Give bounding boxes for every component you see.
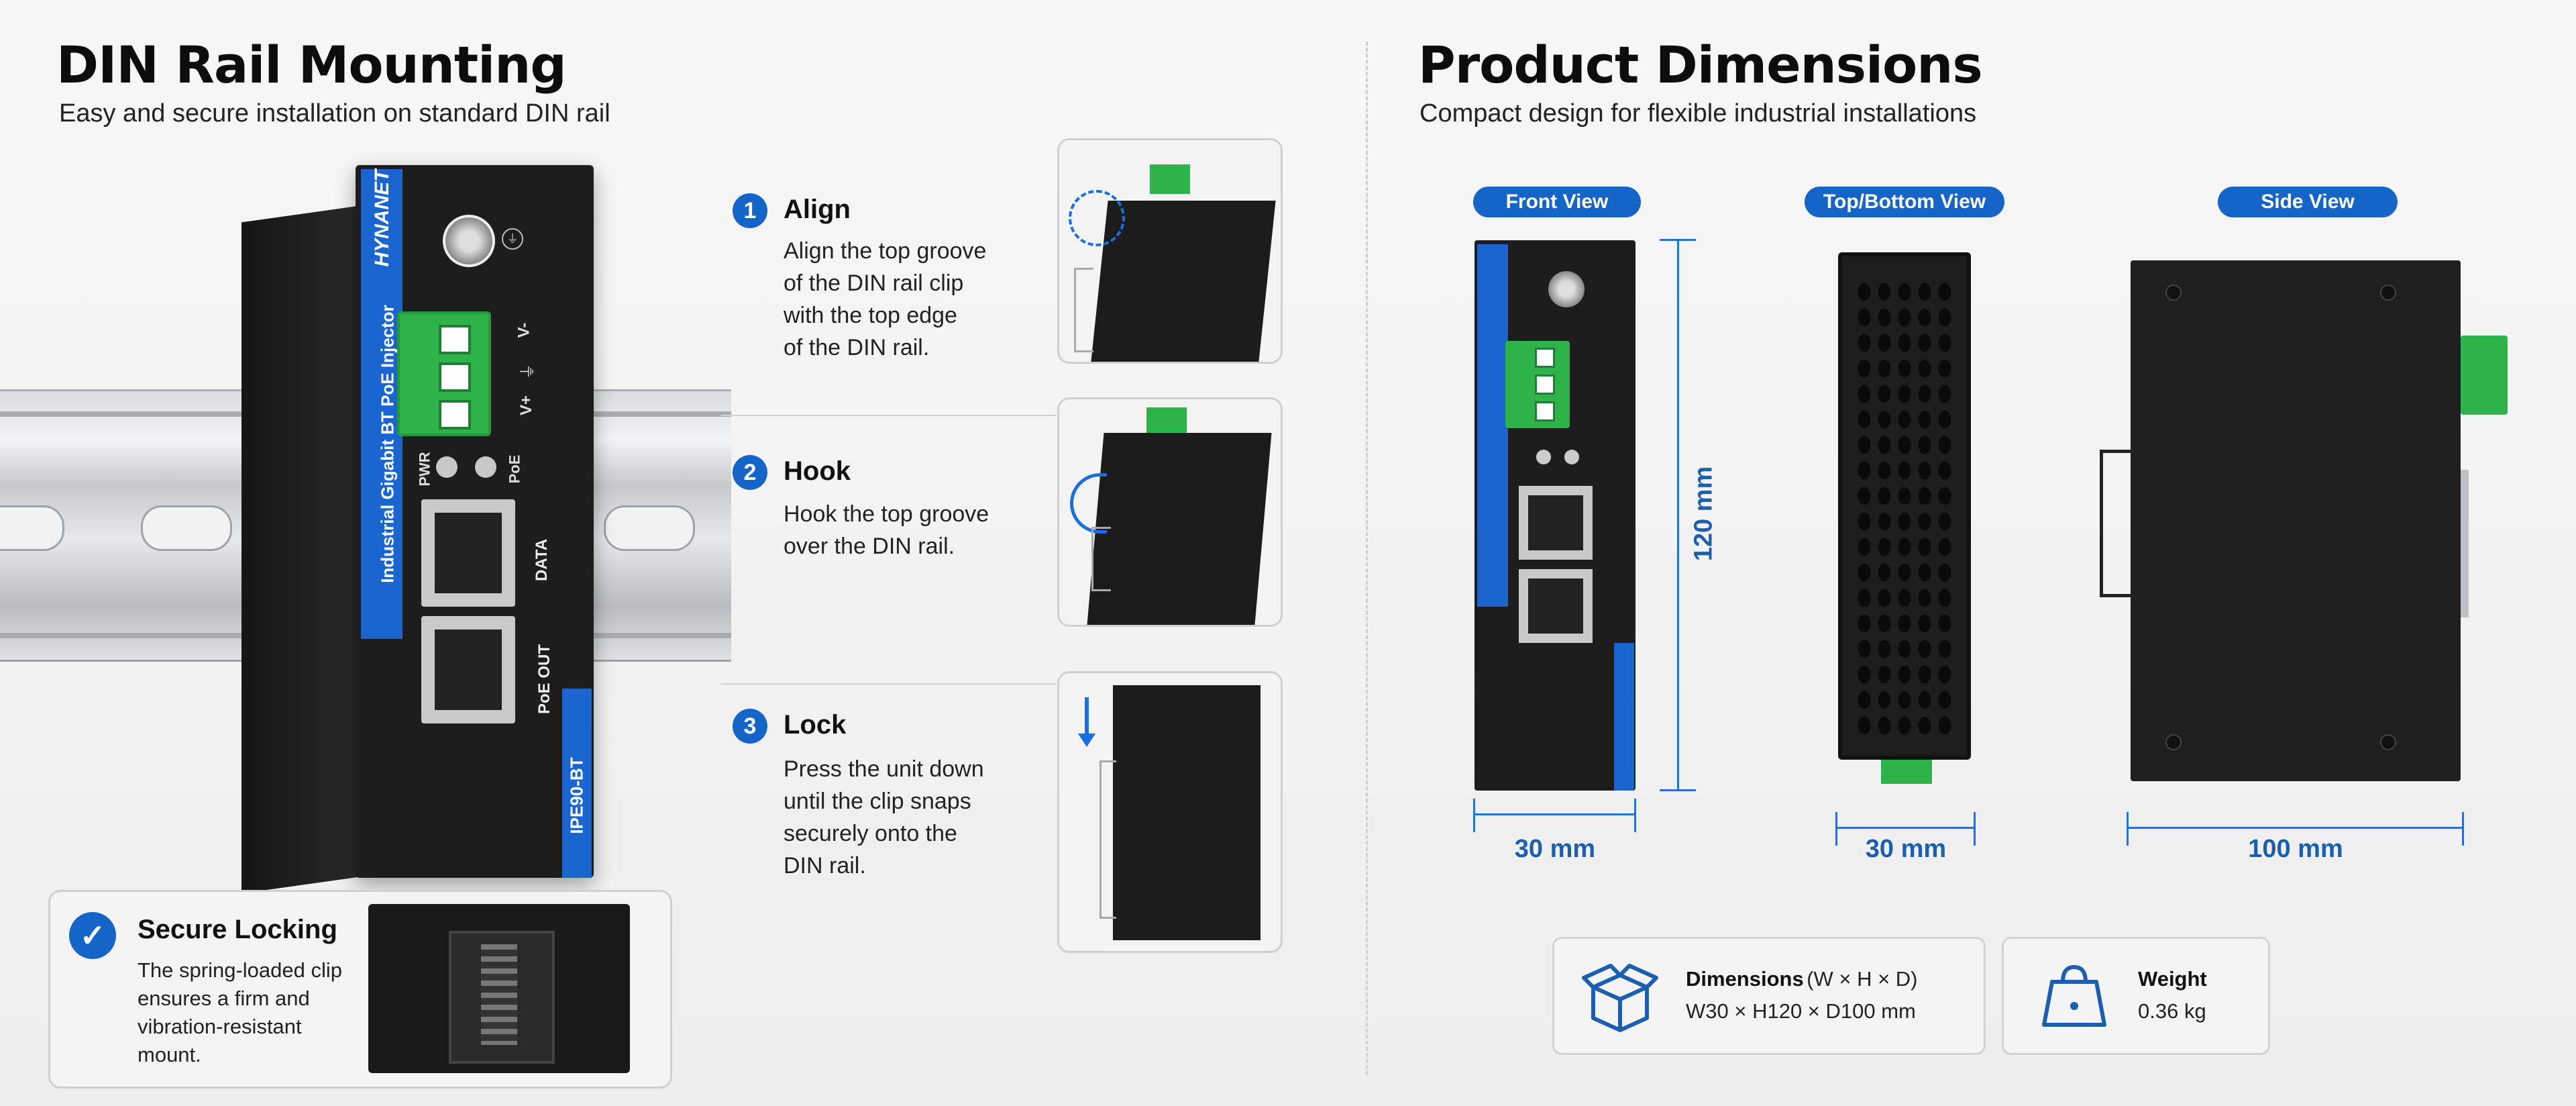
pwr-led	[436, 456, 458, 478]
dimensions-card-unit: (W × H × D)	[1807, 967, 1918, 991]
din-rail-subtitle: Easy and secure installation on standard…	[59, 99, 610, 128]
terminal-label-ground: ⏚	[519, 363, 537, 380]
front-height-label: 120 mm	[1689, 466, 1718, 562]
side-view-terminal	[2461, 336, 2508, 415]
box-icon	[1582, 964, 1658, 1032]
section-separator	[1366, 42, 1368, 1075]
front-view-pill: Front View	[1473, 187, 1641, 217]
divider	[721, 415, 1057, 416]
ground-symbol-icon: ⏚	[502, 228, 523, 250]
port-label-data: DATA	[533, 538, 551, 581]
dimensions-title: Product Dimensions	[1418, 35, 1983, 95]
dimensions-card-title: Dimensions	[1686, 967, 1804, 991]
arrow-down-icon	[1085, 697, 1089, 738]
side-view-rail-edge	[2461, 470, 2469, 617]
secure-locking-title: Secure Locking	[138, 915, 337, 944]
poe-led	[475, 456, 496, 478]
data-port	[421, 499, 515, 607]
clip-photo	[368, 904, 630, 1073]
device-photo: Industrial Gigabit BT PoE Injector HYNAN…	[241, 165, 594, 894]
step-1-image	[1057, 138, 1283, 364]
weight-card: Weight 0.36 kg	[2002, 937, 2270, 1055]
terminal-label-vplus: V+	[517, 395, 536, 416]
front-height-dim-line	[1677, 240, 1679, 791]
step-3-number: 3	[733, 709, 767, 744]
weight-icon	[2042, 964, 2106, 1027]
terminal-label-vminus: V-	[515, 322, 533, 338]
weight-card-value: 0.36 kg	[2138, 999, 2206, 1023]
side-width-label: 100 mm	[2248, 835, 2343, 863]
highlight-circle	[1069, 190, 1125, 246]
step-3-image	[1057, 671, 1283, 953]
poe-out-port	[421, 616, 515, 723]
top-width-label: 30 mm	[1865, 835, 1947, 863]
top-view-device	[1838, 252, 1971, 760]
dimensions-subtitle: Compact design for flexible industrial i…	[1419, 99, 1977, 128]
check-icon: ✓	[69, 912, 116, 959]
side-view-pill: Side View	[2218, 187, 2398, 217]
top-view-pill: Top/Bottom View	[1805, 187, 2004, 217]
rotate-arrow-icon	[1070, 473, 1107, 534]
led-label-poe: PoE	[506, 454, 523, 484]
side-view-device	[2131, 260, 2461, 781]
dimensions-card: Dimensions (W × H × D) W30 × H120 × D100…	[1552, 937, 1986, 1055]
din-rail-title: DIN Rail Mounting	[56, 35, 567, 95]
weight-card-title: Weight	[2138, 967, 2207, 991]
device-brand-logo: HYNANET	[371, 169, 393, 267]
dimensions-card-value: W30 × H120 × D100 mm	[1686, 999, 1916, 1023]
front-width-dim-line	[1474, 813, 1635, 815]
side-width-dim-line	[2128, 827, 2463, 829]
front-view-device	[1474, 240, 1635, 791]
side-view-clip	[2100, 450, 2134, 597]
step-1-number: 1	[733, 193, 767, 228]
step-2-number: 2	[733, 455, 767, 490]
step-2-title: Hook	[784, 456, 851, 486]
terminal-block	[397, 311, 491, 436]
port-label-poe-out: PoE OUT	[535, 644, 553, 714]
divider	[721, 683, 1057, 685]
device-model: IPE90-BT	[566, 757, 587, 834]
top-width-dim-line	[1837, 827, 1975, 829]
step-1-title: Align	[784, 195, 851, 224]
top-view-terminal	[1881, 760, 1932, 784]
front-width-label: 30 mm	[1514, 835, 1596, 863]
step-3-title: Lock	[784, 710, 847, 740]
ground-screw-icon	[443, 215, 495, 267]
led-label-pwr: PWR	[416, 452, 433, 487]
step-2-image	[1057, 397, 1283, 627]
